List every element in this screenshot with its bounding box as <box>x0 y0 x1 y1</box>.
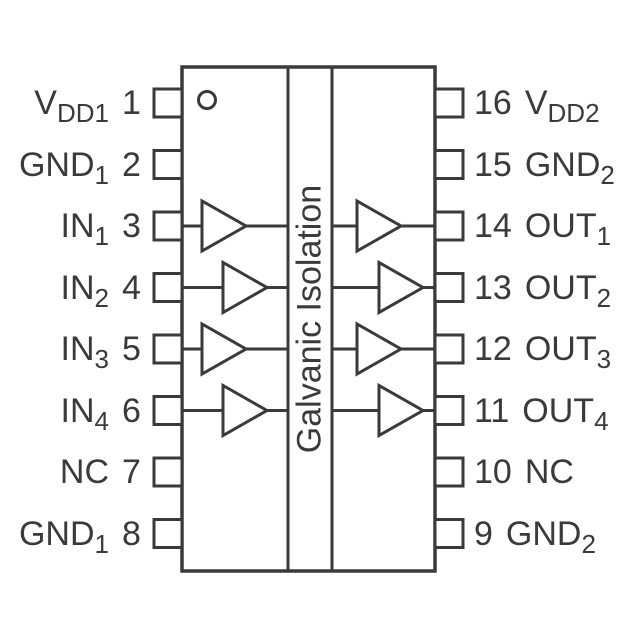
pin-number: 14 <box>474 207 512 245</box>
pin-7-label: NC 7 <box>60 450 142 494</box>
buffer-triangle-icon <box>355 321 405 377</box>
pin-number: 1 <box>122 84 141 122</box>
isolation-band: Galvanic Isolation <box>288 67 332 571</box>
pin-name-subscript: 1 <box>94 221 109 251</box>
pin-number: 2 <box>122 145 141 184</box>
pin-name: OUT <box>522 391 595 430</box>
pin-name: GND <box>505 514 582 553</box>
pin-name: IN <box>60 391 95 430</box>
pin-box-5 <box>152 333 184 365</box>
pin-box-8 <box>152 518 184 549</box>
pin-name: OUT <box>524 207 597 245</box>
pin-box-12 <box>433 333 465 365</box>
pin-box-7 <box>152 456 184 488</box>
pin1-indicator-icon <box>197 90 217 110</box>
buffer-triangle-icon <box>200 321 250 377</box>
pin-name: IN <box>60 268 95 307</box>
pin-name-subscript: 1 <box>596 221 612 251</box>
pin-box-1 <box>152 87 184 119</box>
pin-number: 6 <box>122 391 141 430</box>
pin-box-9 <box>433 518 465 549</box>
pin-name: GND <box>18 514 95 553</box>
pin-number: 3 <box>122 207 141 245</box>
pin-name: OUT <box>524 330 597 368</box>
pin-name-subscript: 4 <box>594 405 609 436</box>
pin-12-label: 12 OUT3 <box>474 327 612 374</box>
pin-name-subscript: 2 <box>596 282 612 313</box>
pin-13-label: 13 OUT2 <box>474 266 612 313</box>
pin-name-subscript: 3 <box>596 344 612 374</box>
pin-box-10 <box>433 456 465 488</box>
isolation-label: Galvanic Isolation <box>290 184 329 454</box>
buffer-triangle-icon <box>377 382 427 439</box>
pin-name: IN <box>60 207 95 245</box>
buffer-triangle-icon <box>221 382 271 439</box>
pin-name-subscript: 1 <box>94 159 109 190</box>
pin-name-subscript: DD2 <box>547 98 600 128</box>
pin-name-subscript: DD1 <box>56 98 109 128</box>
pin-number: 4 <box>122 268 141 307</box>
pin-name-subscript: 2 <box>581 528 596 559</box>
ic-body <box>180 65 437 573</box>
pin-name-subscript: 2 <box>600 159 615 190</box>
pin-11-label: 11 OUT4 <box>474 389 609 436</box>
pin-name: NC <box>59 453 109 491</box>
pin-box-3 <box>152 210 184 242</box>
buffer-triangle-icon <box>355 198 405 254</box>
pin-number: 15 <box>474 145 512 184</box>
pin-number: 8 <box>122 514 141 553</box>
pin-box-11 <box>433 395 465 426</box>
pin-14-label: 14 OUT1 <box>474 204 612 251</box>
pin-name: GND <box>18 145 95 184</box>
buffer-triangle-icon <box>221 259 271 316</box>
pin-name-subscript: 2 <box>94 282 109 313</box>
pin-box-13 <box>433 272 465 303</box>
buffer-triangle-icon <box>377 259 427 316</box>
pin-number: 9 <box>474 514 493 553</box>
pin-number: 7 <box>122 453 141 491</box>
pin-15-label: 15 GND2 <box>474 143 615 190</box>
pin-number: 16 <box>474 84 512 122</box>
pin-10-label: 10 NC <box>474 450 574 494</box>
buffer-triangle-icon <box>200 198 250 254</box>
pin-name-subscript: 1 <box>94 528 109 559</box>
pin-number: 10 <box>474 453 512 491</box>
pin-16-label: 16 VDD2 <box>474 81 600 128</box>
pin-box-4 <box>152 272 184 303</box>
pin-name: V <box>524 84 548 122</box>
pin-9-label: 9 GND2 <box>474 512 596 559</box>
pin-number: 12 <box>474 330 512 368</box>
pin-name: OUT <box>524 268 597 307</box>
pin-box-6 <box>152 395 184 426</box>
pin-name: NC <box>524 453 574 491</box>
pin-name: GND <box>524 145 601 184</box>
pin-number: 5 <box>122 330 141 368</box>
pin-name-subscript: 4 <box>94 405 109 436</box>
pin-box-15 <box>433 149 465 180</box>
pin-number: 13 <box>474 268 512 307</box>
pin-name-subscript: 3 <box>94 344 109 374</box>
pin-number: 11 <box>474 391 510 430</box>
pin-box-16 <box>433 87 465 119</box>
pin-name: IN <box>60 330 95 368</box>
pin-1-label: VDD1 1 <box>34 81 142 128</box>
pin-box-14 <box>433 210 465 242</box>
pin-box-2 <box>152 149 184 180</box>
pin-name: V <box>34 84 57 122</box>
